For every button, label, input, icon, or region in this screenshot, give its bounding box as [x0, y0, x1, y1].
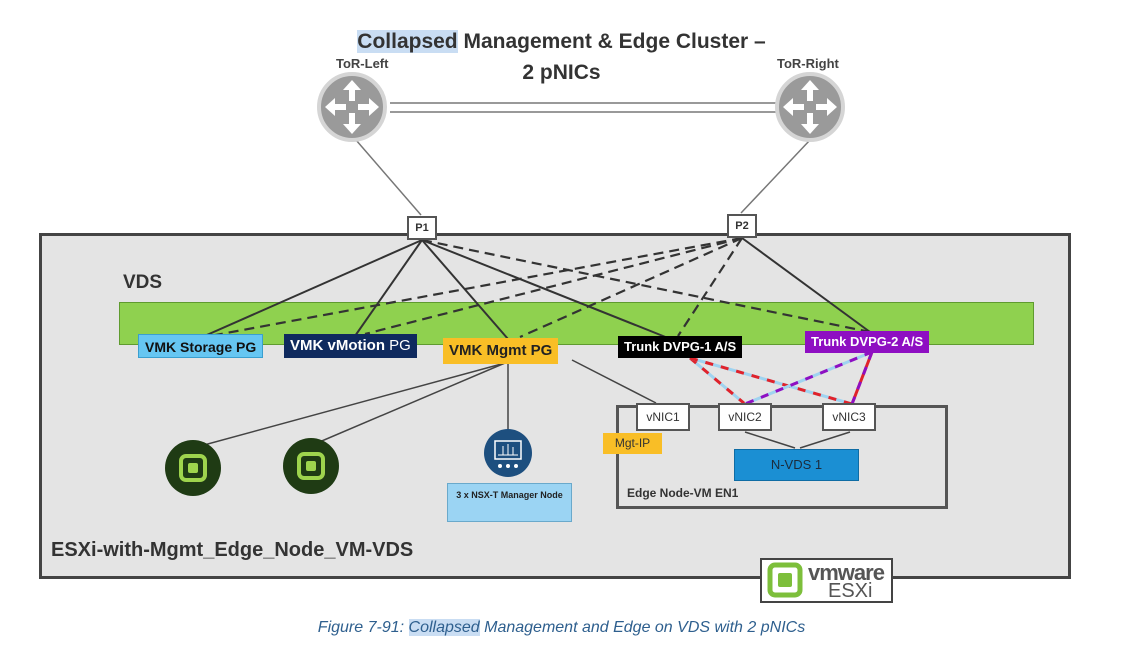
pnic-p2: P2 [727, 214, 757, 238]
trunk2-to-vnic2-dash [744, 350, 873, 406]
title-highlight: Collapsed [357, 30, 458, 53]
tor-right-to-p2 [740, 139, 811, 214]
caption-highlight: Collapsed [408, 619, 480, 636]
nvds-box: N-VDS 1 [734, 449, 859, 481]
title-rest: Management & Edge Cluster – [457, 30, 766, 53]
p2-to-vmotion-standby [364, 236, 743, 336]
vds-label: VDS [123, 272, 163, 293]
vnic2-to-nvds [744, 431, 796, 449]
p1-to-trunk2-standby [421, 238, 871, 334]
tor-left-to-p1 [355, 139, 422, 216]
p1-to-trunk1 [421, 239, 669, 339]
vmware-brand-text: vmware [808, 560, 885, 585]
tor-right-router-icon [775, 72, 845, 142]
vmware-esxi-logo: vmware ESXi [760, 558, 893, 603]
caption-rest: Management and Edge on VDS with 2 pNICs [479, 619, 806, 636]
esxi-product-text: ESXi [828, 580, 873, 602]
tor-left-label: ToR-Left [336, 56, 389, 71]
mgt-ip-label: Mgt-IP [603, 433, 662, 454]
trunk1-to-vnic2-dash [689, 356, 746, 406]
diagram-title-line1: Collapsed Management & Edge Cluster – [0, 28, 1123, 56]
vmk-mgmt-pg: VMK Mgmt PG [443, 338, 559, 364]
vnic1: vNIC1 [636, 403, 690, 431]
trunk1-to-vnic3-dash [689, 356, 853, 406]
trunk-dvpg-1: Trunk DVPG-1 A/S [618, 336, 743, 358]
trunk2-to-vnic3-line [850, 351, 874, 405]
pnic-p1: P1 [407, 216, 437, 240]
edge-node-vm-box [616, 405, 948, 509]
vnic3: vNIC3 [822, 403, 876, 431]
edge-node-label: Edge Node-VM EN1 [627, 486, 739, 500]
mgmt-to-vm2 [309, 362, 506, 447]
mgmt-to-vm1 [192, 362, 506, 449]
p2-to-storage-standby [209, 236, 743, 338]
vm2-icon [283, 438, 339, 494]
esxi-host-label: ESXi-with-Mgmt_Edge_Node_VM-VDS [51, 539, 414, 561]
p2-to-mgmt-standby [519, 236, 743, 339]
mgmt-to-vnic1 [571, 359, 657, 404]
vmotion-pg-suffix: PG [385, 337, 411, 354]
vmotion-pg-label: VMK vMotion [290, 337, 385, 354]
vnic3-to-nvds [799, 431, 851, 449]
p2-to-trunk2 [741, 237, 871, 333]
diagram-title-line2: 2 pNICs [522, 61, 601, 84]
vm1-icon [165, 440, 221, 496]
tor-right-label: ToR-Right [777, 56, 839, 71]
vmk-vmotion-pg: VMK vMotion PG [284, 334, 417, 358]
vnic2: vNIC2 [718, 403, 772, 431]
caption-prefix: Figure 7-91: [317, 619, 409, 636]
p1-to-vmotion [354, 239, 423, 337]
vmware-logo-icon [767, 562, 803, 598]
vmk-storage-pg: VMK Storage PG [138, 334, 264, 358]
tor-left-router-icon [317, 72, 387, 142]
p1-to-storage [199, 239, 423, 339]
p2-to-trunk1-standby [677, 237, 743, 337]
nsx-manager-icon [484, 429, 532, 477]
nsx-manager-label: 3 x NSX-T Manager Node [447, 483, 572, 522]
figure-caption: Figure 7-91: Collapsed Management and Ed… [0, 619, 1123, 637]
trunk-dvpg-2: Trunk DVPG-2 A/S [805, 331, 930, 353]
